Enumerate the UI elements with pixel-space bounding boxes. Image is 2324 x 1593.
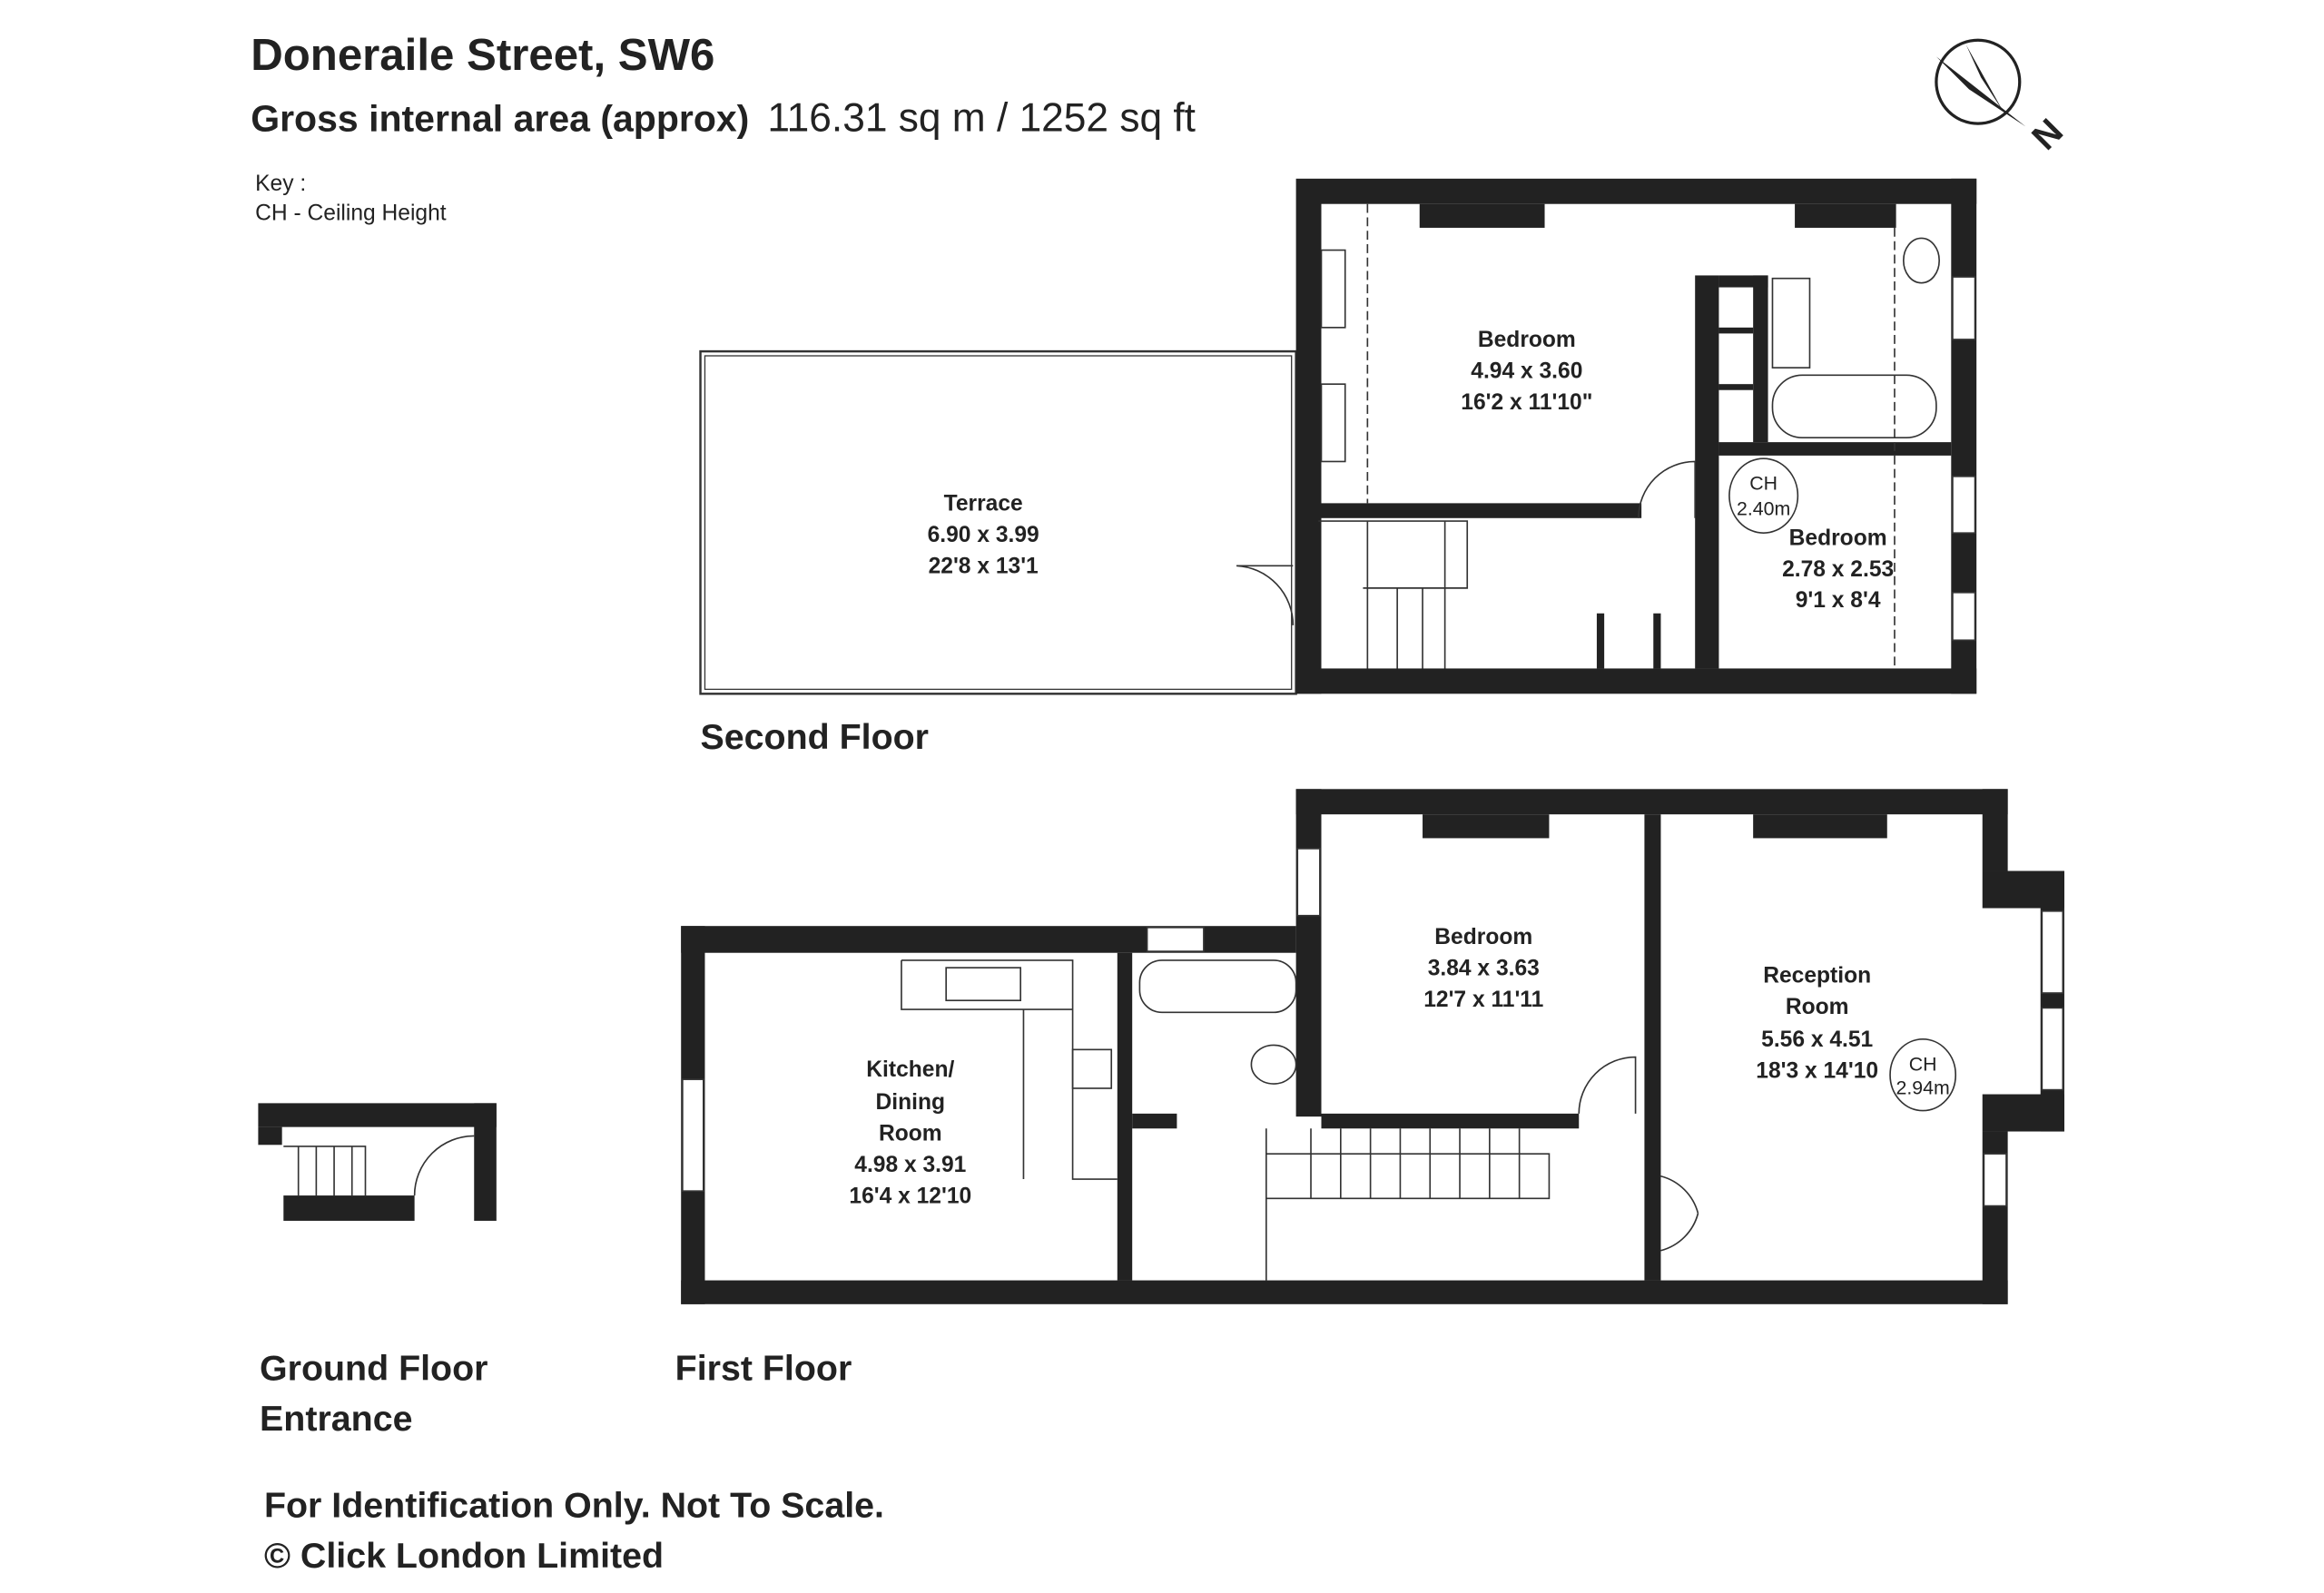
ff-bedroom-name: Bedroom: [1434, 925, 1532, 949]
reception-name-2: Room: [1786, 995, 1849, 1019]
ground-floor-label: Ground Floor: [260, 1348, 487, 1388]
second-floor-plan: Terrace 6.90 x 3.99 22'8 x 13'1 Bedroom …: [699, 178, 1977, 757]
ceiling-height-marker: [1889, 1038, 1957, 1112]
terrace-imperial: 22'8 x 13'1: [929, 554, 1039, 578]
north-compass-icon: N: [1935, 38, 2071, 158]
bedroom2-imperial: 9'1 x 8'4: [1796, 588, 1881, 613]
key-label: Key :: [255, 172, 306, 196]
bedroom1-name: Bedroom: [1478, 328, 1576, 352]
reception-metric: 5.56 x 4.51: [1761, 1028, 1873, 1052]
bedroom1-metric: 4.94 x 3.60: [1471, 359, 1582, 384]
area-value: 116.31 sq m / 1252 sq ft: [767, 95, 1196, 140]
kitchen-name-2: Dining: [876, 1090, 946, 1115]
bedroom1-imperial: 16'2 x 11'10": [1461, 390, 1592, 415]
reception-imperial: 18'3 x 14'10: [1756, 1058, 1878, 1083]
ch-label: CH: [1749, 473, 1777, 495]
ceiling-height-marker: [1728, 457, 1799, 535]
terrace-name: Terrace: [944, 492, 1023, 516]
kitchen-name-1: Kitchen/: [866, 1057, 954, 1082]
first-floor-label: First Floor: [675, 1348, 852, 1388]
ground-floor-plan: Ground Floor Entrance: [258, 1103, 497, 1439]
bedroom2-metric: 2.78 x 2.53: [1782, 557, 1894, 582]
compass-north-label: N: [2024, 112, 2071, 158]
bedroom2-name: Bedroom: [1789, 526, 1887, 550]
key-ceiling-height: CH - Ceiling Height: [255, 202, 447, 226]
second-floor-label: Second Floor: [701, 717, 929, 757]
ff-bedroom-imperial: 12'7 x 11'11: [1423, 988, 1543, 1012]
terrace-metric: 6.90 x 3.99: [928, 523, 1039, 547]
copyright: © Click London Limited: [264, 1536, 664, 1576]
ch-value: 2.94m: [1896, 1077, 1950, 1099]
page-title: Doneraile Street, SW6: [251, 30, 714, 80]
ch-value: 2.40m: [1737, 498, 1790, 520]
reception-name-1: Reception: [1763, 964, 1871, 988]
entrance-label: Entrance: [260, 1399, 412, 1439]
area-label: Gross internal area (approx): [251, 97, 749, 139]
ff-bedroom-metric: 3.84 x 3.63: [1428, 956, 1540, 980]
ch-label: CH: [1909, 1053, 1937, 1075]
disclaimer: For Identification Only. Not To Scale.: [264, 1485, 884, 1525]
kitchen-name-3: Room: [879, 1121, 942, 1146]
first-floor-plan: Kitchen/ Dining Room 4.98 x 3.91 16'4 x …: [675, 789, 2064, 1388]
kitchen-metric: 4.98 x 3.91: [854, 1153, 966, 1177]
kitchen-imperial: 16'4 x 12'10: [849, 1184, 971, 1208]
